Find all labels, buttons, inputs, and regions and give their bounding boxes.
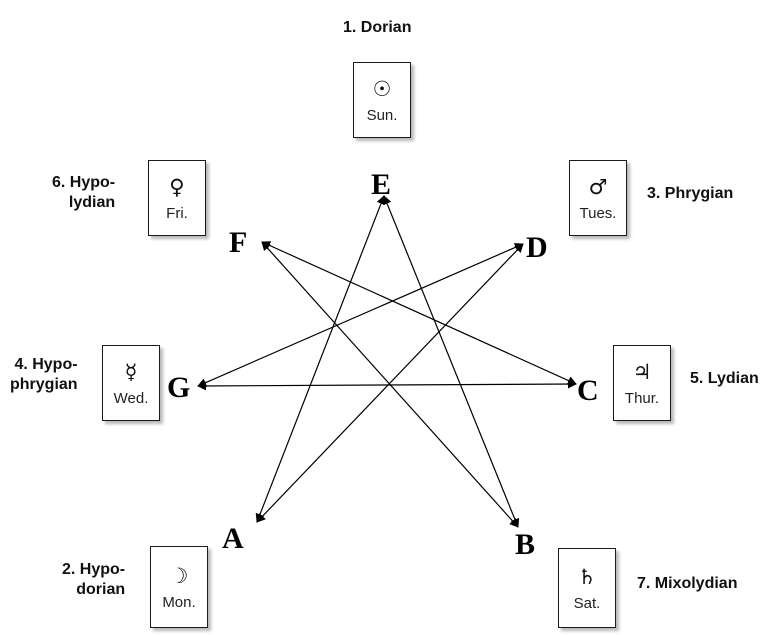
day-label-mon: Mon. bbox=[162, 593, 196, 611]
mars-icon: ♂ bbox=[588, 174, 608, 199]
jupiter-icon: ♃ bbox=[632, 359, 652, 384]
note-a: A bbox=[222, 522, 244, 555]
note-c: C bbox=[577, 374, 599, 407]
note-f: F bbox=[229, 226, 248, 259]
moon-icon: ☽ bbox=[169, 563, 189, 588]
mode-label-hypophrygian: 4. Hypo- phrygian bbox=[10, 356, 78, 393]
day-label-tues: Tues. bbox=[579, 204, 617, 222]
arrow-b-e bbox=[382, 195, 520, 528]
mercury-icon: ☿ bbox=[124, 359, 138, 384]
arrow-e-a bbox=[255, 195, 386, 523]
friday-box: ♀ Fri. bbox=[148, 160, 206, 236]
saturday-box: ♄ Sat. bbox=[558, 548, 616, 628]
arrow-d-g bbox=[197, 243, 524, 387]
saturn-icon: ♄ bbox=[577, 564, 597, 589]
monday-box: ☽ Mon. bbox=[150, 546, 208, 628]
thursday-box: ♃ Thur. bbox=[613, 345, 671, 421]
day-label-sun: Sun. bbox=[366, 106, 398, 124]
note-b: B bbox=[515, 528, 536, 561]
wednesday-box: ☿ Wed. bbox=[102, 345, 160, 421]
note-d: D bbox=[526, 231, 548, 264]
mode-label-phrygian: 3. Phrygian bbox=[647, 185, 734, 202]
mode-label-lydian: 5. Lydian bbox=[690, 370, 759, 387]
sun-box: ☉ Sun. bbox=[353, 62, 411, 138]
mode-label-mixolydian: 7. Mixolydian bbox=[637, 575, 738, 592]
note-g: G bbox=[167, 371, 191, 404]
day-label-wed: Wed. bbox=[113, 389, 149, 407]
arrow-a-d bbox=[256, 243, 524, 523]
mode-label-hypolydian: 6. Hypo- lydian bbox=[52, 174, 116, 211]
day-label-sat: Sat. bbox=[573, 594, 601, 612]
day-label-fri: Fri. bbox=[166, 204, 188, 222]
mode-label-hypodorian: 2. Hypo- dorian bbox=[62, 561, 126, 598]
tuesday-box: ♂ Tues. bbox=[569, 160, 627, 236]
day-label-thur: Thur. bbox=[624, 389, 660, 407]
venus-icon: ♀ bbox=[169, 174, 185, 199]
mode-label-dorian: 1. Dorian bbox=[343, 19, 412, 36]
sun-icon: ☉ bbox=[372, 76, 392, 101]
note-e: E bbox=[371, 168, 392, 201]
